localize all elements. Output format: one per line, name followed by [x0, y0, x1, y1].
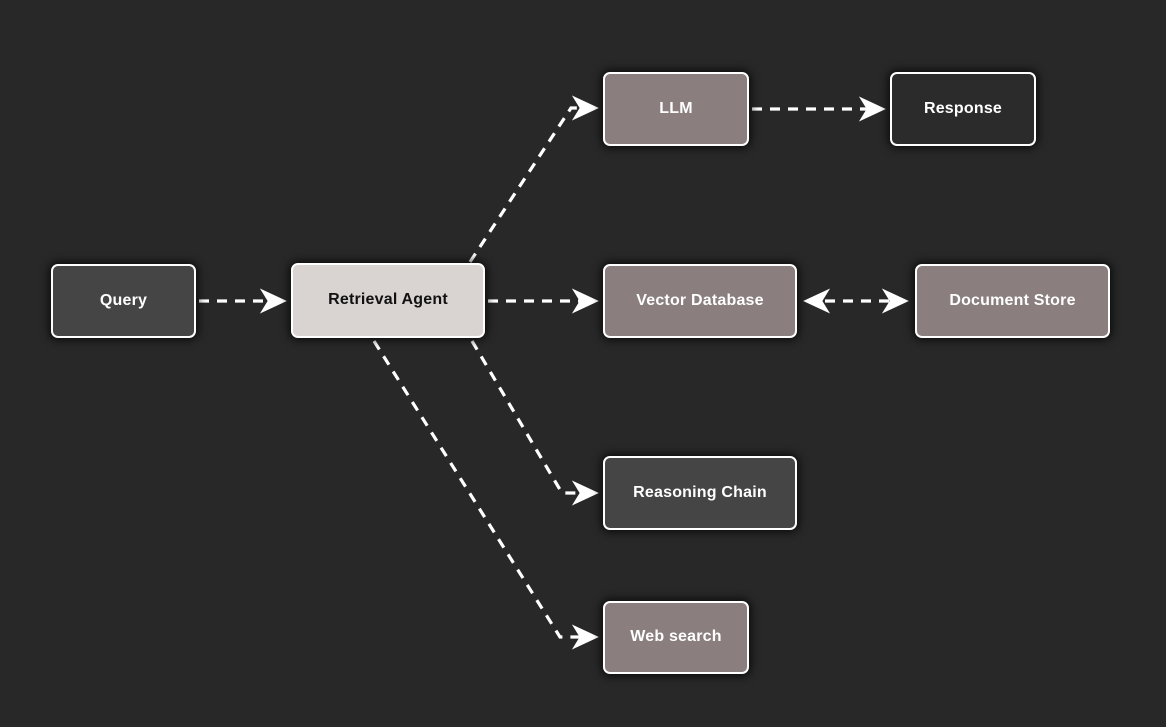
node-llm-label: LLM: [659, 99, 693, 117]
node-query-label: Query: [99, 291, 148, 309]
edge-retrieval-agent-to-reasoning-chain: [470, 340, 599, 506]
node-web-search-label: Web search: [630, 628, 722, 646]
edge-retrieval-agent-to-llm: [468, 95, 599, 263]
edge-retrieval-agent-to-web-search: [372, 340, 599, 650]
node-vector-database[interactable]: Vector Database: [603, 264, 797, 338]
node-response-label: Response: [923, 99, 1003, 117]
node-response[interactable]: Response: [890, 72, 1036, 146]
node-retrieval-agent[interactable]: Retrieval Agent: [291, 263, 485, 338]
node-vector-database-label: Vector Database: [636, 291, 764, 309]
node-reasoning-chain[interactable]: Reasoning Chain: [603, 456, 797, 530]
node-document-store[interactable]: Document Store: [915, 264, 1110, 338]
node-web-search[interactable]: Web search: [603, 601, 749, 674]
node-query[interactable]: Query: [51, 264, 196, 338]
node-llm[interactable]: LLM: [603, 72, 749, 146]
node-document-store-label: Document Store: [949, 291, 1076, 309]
node-retrieval-agent-label: Retrieval Agent: [328, 291, 448, 309]
node-reasoning-chain-label: Reasoning Chain: [633, 483, 767, 501]
